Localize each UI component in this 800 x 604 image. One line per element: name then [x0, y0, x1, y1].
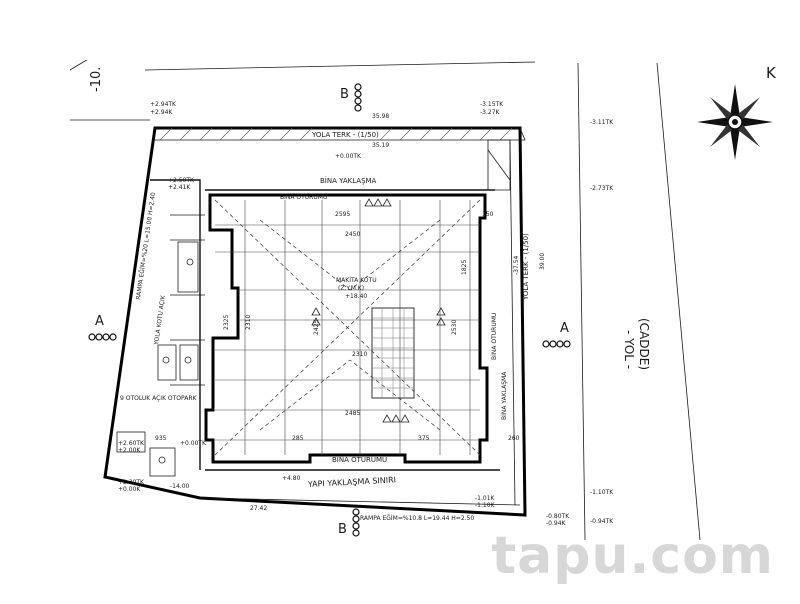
dim-top-2: 2450 [345, 231, 360, 238]
dim-right-4: 260 [508, 435, 520, 442]
level-right-2: -2.73TK [590, 185, 614, 192]
section-a-right-label: A [560, 321, 569, 336]
road-setback-side-label: YOLA TERK - (1/50) [522, 233, 530, 301]
compass-letter: K [766, 64, 777, 82]
dim-right-road: 39.00 [539, 253, 546, 270]
bottom-margin [0, 540, 800, 600]
level-right-3: -1.10TK [590, 489, 614, 496]
dim-top-road: 35.98 [372, 113, 389, 120]
section-b-bottom-marker-icon [352, 508, 360, 537]
compass-rose-icon [697, 84, 773, 160]
dim-mid-2: 2310 [245, 315, 252, 330]
top-margin [0, 0, 800, 60]
corner-label: -10. [89, 67, 104, 92]
road-label: - YOL - [622, 330, 636, 369]
tank-level-label: +18.40 [345, 293, 367, 300]
tank-label: MAKİTA KOTU [336, 277, 377, 284]
level-left-5: +0.00TK [180, 440, 207, 447]
watermark-text: tapu.com [491, 526, 774, 586]
level-right-4: -0.94TK [590, 518, 614, 525]
building-outline-top-label: BİNA OTURUMU [280, 194, 327, 201]
level-bottom-2: +2.30TK [118, 479, 145, 486]
level-left-3: +2.60TK [118, 440, 145, 447]
level-top-4: -3.27K [480, 109, 501, 116]
dim-right-1: 1825 [461, 260, 468, 275]
ramp-bottom-label: RAMPA EĞİM=%10.8 L=19.44 H=2.50 [360, 515, 474, 522]
dim-bottom-2: 375 [418, 435, 430, 442]
parking-label: 9 OTOLUK AÇIK OTOPARK [120, 395, 198, 402]
building-outline-right-label: BİNA OTURUMU [491, 313, 498, 360]
section-b-bottom-label: B [338, 522, 347, 537]
section-b-top-label: B [340, 87, 349, 102]
level-left-2: +2.41K [168, 184, 191, 191]
level-top-2: +2.94K [150, 109, 173, 116]
road-setback-label: YOLA TERK - (1/50) [311, 131, 379, 139]
section-b-top-marker-icon [354, 83, 362, 112]
dim-bottom-1: 285 [292, 435, 304, 442]
building-outline-bottom-label: BİNA OTURUMU [332, 455, 387, 464]
level-bottom-3: +0.00K [118, 486, 141, 493]
level-bottom-5: -1.01K [475, 495, 496, 502]
level-bottom-1: +4.80 [282, 475, 301, 482]
approach-limit-top-label: BİNA YAKLAŞMA [320, 176, 377, 185]
approach-limit-right-label: BİNA YAKLAŞMA [501, 371, 508, 420]
level-bottom-4: -14.00 [170, 483, 190, 490]
dim-left-1: 2325 [223, 315, 230, 330]
level-top-1: +2.94TK [150, 101, 177, 108]
dim-mid-1: 2310 [352, 351, 367, 358]
dim-mid-3: 2485 [345, 410, 360, 417]
building-footprint [204, 193, 489, 464]
dim-left-road: -37.54 [513, 255, 520, 275]
section-a-left-marker-icon [88, 333, 117, 341]
level-right-5: -0.80TK [546, 513, 570, 520]
street-label: (CADDE) [637, 318, 651, 370]
tank-sub-label: (Z.Y.M.K) [338, 285, 364, 292]
dim-mid-4: 2425 [313, 320, 320, 335]
level-bottom-6: -1.10K [475, 502, 496, 509]
dim-top-1: 2595 [335, 211, 350, 218]
level-left-4: +2.00K [118, 447, 141, 454]
section-a-left-label: A [95, 314, 104, 329]
level-top-3: -3.15TK [480, 101, 504, 108]
level-right-1: -3.11TK [590, 119, 614, 126]
level-left-1: +2.50TK [168, 177, 195, 184]
level-top-5: +0.00TK [335, 153, 362, 160]
level-right-6: -0.94K [546, 520, 567, 527]
section-a-right-marker-icon [542, 340, 571, 348]
dim-bottom-road: 27.42 [250, 505, 267, 512]
dim-right-3: 150 [482, 211, 494, 218]
dim-bottom-3: 935 [155, 435, 167, 442]
dim-right-2: 2530 [451, 320, 458, 335]
dim-top-road-2: 35.19 [372, 142, 389, 149]
